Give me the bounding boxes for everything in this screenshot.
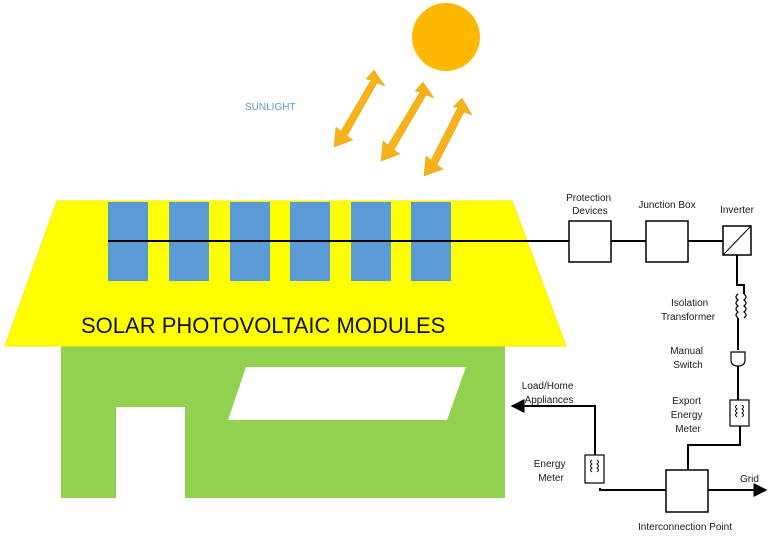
wire <box>599 488 666 491</box>
modules-label: SOLAR PHOTOVOLTAIC MODULES <box>81 313 445 338</box>
manual-switch-icon <box>730 351 746 367</box>
energy-meter-box <box>584 454 605 484</box>
house-window <box>228 367 466 420</box>
wire <box>687 426 741 470</box>
inverter-label: Inverter <box>720 205 755 216</box>
wire <box>736 255 745 294</box>
junction-box <box>645 220 689 263</box>
meter-coil-icon <box>735 404 744 418</box>
energy-meter-label: Energy Meter <box>534 459 568 484</box>
isolation-transformer-label: Isolation Transformer <box>661 298 716 323</box>
junction-box-label: Junction Box <box>638 200 695 211</box>
wire <box>510 399 596 455</box>
meter-coil-icon <box>590 459 599 473</box>
sunlight-arrows <box>333 69 473 177</box>
load-home-appliances-label: Load/Home Appliances <box>522 381 576 406</box>
grid-label: Grid <box>740 474 759 485</box>
manual-switch-label: Manual Switch <box>670 346 706 371</box>
sunlight-arrow-icon <box>423 97 473 177</box>
sunlight-arrow-icon <box>380 81 435 162</box>
transformer-icon <box>735 293 747 319</box>
protection-devices-label: Protection Devices <box>566 193 614 217</box>
interconnection-point-label: Interconnection Point <box>638 522 732 533</box>
sunlight-label: SUNLIGHT <box>245 102 296 113</box>
house-door <box>116 407 185 498</box>
export-energy-meter-label: Export Energy Meter <box>671 396 705 435</box>
sunlight-arrow-icon <box>333 69 386 148</box>
protection-devices-box <box>568 220 612 263</box>
export-energy-meter-box <box>729 399 750 427</box>
interconnection-point-box <box>665 469 709 513</box>
sun-icon <box>412 3 480 71</box>
inverter-icon <box>722 225 752 256</box>
